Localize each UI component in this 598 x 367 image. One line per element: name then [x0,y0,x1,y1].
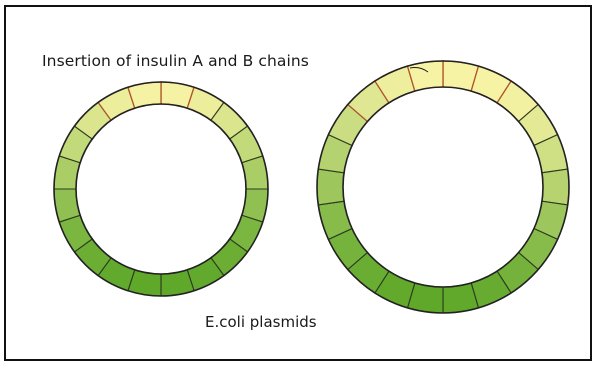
title-label: Insertion of insulin A and B chains [42,52,309,70]
plasmid-segment [542,169,569,205]
caption-label: E.coli plasmids [205,313,317,331]
left-plasmid [54,82,268,296]
ring-inner-edge [343,87,543,287]
right-plasmid [317,61,569,313]
ring-inner-edge [76,104,246,274]
plasmid-segment [317,169,344,205]
